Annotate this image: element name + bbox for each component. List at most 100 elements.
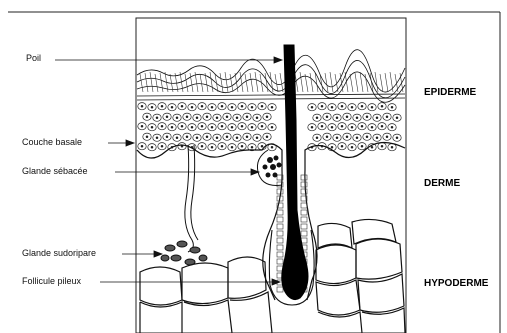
- layer-hypoderme: HYPODERME: [424, 278, 488, 289]
- cell-nucleus: [201, 145, 203, 147]
- cell-nucleus: [391, 146, 393, 148]
- cell-nucleus: [151, 146, 153, 148]
- label-follicule-pileux: Follicule pileux: [22, 276, 81, 286]
- cell-nucleus: [341, 145, 343, 147]
- cell-nucleus: [216, 137, 218, 139]
- cell-nucleus: [381, 125, 383, 127]
- cell-nucleus: [171, 106, 173, 108]
- cell-nucleus: [261, 145, 263, 147]
- cell-nucleus: [186, 116, 188, 118]
- cell-nucleus: [376, 137, 378, 139]
- cell-nucleus: [361, 145, 363, 147]
- cell-nucleus: [241, 125, 243, 127]
- cell-nucleus: [326, 136, 328, 138]
- cell-nucleus: [361, 105, 363, 107]
- cell-nucleus: [151, 106, 153, 108]
- cell-nucleus: [216, 117, 218, 119]
- cell-nucleus: [371, 126, 373, 128]
- diagram-panel: [136, 18, 406, 333]
- cell-nucleus: [241, 145, 243, 147]
- layer-epiderme: EPIDERME: [424, 87, 476, 98]
- cell-nucleus: [226, 116, 228, 118]
- cell-nucleus: [346, 116, 348, 118]
- cell-nucleus: [321, 105, 323, 107]
- label-poil: Poil: [26, 53, 41, 63]
- cell-nucleus: [211, 126, 213, 128]
- cell-nucleus: [366, 116, 368, 118]
- layer-derme: DERME: [424, 178, 460, 189]
- cell-nucleus: [231, 126, 233, 128]
- cell-nucleus: [371, 146, 373, 148]
- cell-nucleus: [156, 117, 158, 119]
- cell-nucleus: [336, 137, 338, 139]
- cell-nucleus: [236, 117, 238, 119]
- cell-nucleus: [386, 116, 388, 118]
- cell-nucleus: [351, 106, 353, 108]
- cell-nucleus: [396, 137, 398, 139]
- cell-nucleus: [336, 117, 338, 119]
- cell-nucleus: [161, 145, 163, 147]
- cell-nucleus: [141, 145, 143, 147]
- cell-nucleus: [146, 116, 148, 118]
- cell-nucleus: [196, 117, 198, 119]
- cell-nucleus: [311, 126, 313, 128]
- cell-nucleus: [256, 137, 258, 139]
- cell-nucleus: [321, 125, 323, 127]
- cell-nucleus: [221, 145, 223, 147]
- cell-nucleus: [346, 136, 348, 138]
- cell-nucleus: [166, 116, 168, 118]
- cell-nucleus: [206, 116, 208, 118]
- cell-nucleus: [246, 116, 248, 118]
- cell-nucleus: [151, 126, 153, 128]
- cell-nucleus: [226, 136, 228, 138]
- cell-nucleus: [386, 136, 388, 138]
- cell-nucleus: [206, 136, 208, 138]
- cell-nucleus: [356, 117, 358, 119]
- cell-nucleus: [266, 136, 268, 138]
- cell-nucleus: [326, 116, 328, 118]
- cell-nucleus: [331, 126, 333, 128]
- cell-nucleus: [316, 117, 318, 119]
- cell-nucleus: [201, 105, 203, 107]
- cell-nucleus: [391, 106, 393, 108]
- cell-nucleus: [236, 137, 238, 139]
- cell-nucleus: [241, 105, 243, 107]
- cell-nucleus: [191, 106, 193, 108]
- cell-nucleus: [271, 126, 273, 128]
- cell-nucleus: [231, 146, 233, 148]
- cell-nucleus: [231, 106, 233, 108]
- cell-nucleus: [166, 136, 168, 138]
- cell-nucleus: [356, 137, 358, 139]
- cell-nucleus: [141, 125, 143, 127]
- cell-nucleus: [331, 146, 333, 148]
- cell-nucleus: [181, 125, 183, 127]
- cell-nucleus: [221, 125, 223, 127]
- cell-nucleus: [161, 105, 163, 107]
- cell-nucleus: [271, 106, 273, 108]
- cell-nucleus: [171, 126, 173, 128]
- cell-nucleus: [271, 146, 273, 148]
- cell-nucleus: [256, 117, 258, 119]
- cell-nucleus: [251, 126, 253, 128]
- cell-nucleus: [181, 105, 183, 107]
- cell-nucleus: [246, 136, 248, 138]
- cell-nucleus: [176, 117, 178, 119]
- label-glande-sebacee: Glande sébacée: [22, 166, 88, 176]
- cell-nucleus: [351, 146, 353, 148]
- cell-nucleus: [261, 125, 263, 127]
- cell-nucleus: [311, 106, 313, 108]
- cell-nucleus: [211, 106, 213, 108]
- cell-nucleus: [266, 116, 268, 118]
- label-glande-sudoripare: Glande sudoripare: [22, 248, 96, 258]
- cell-nucleus: [251, 106, 253, 108]
- cell-nucleus: [191, 126, 193, 128]
- cell-nucleus: [261, 105, 263, 107]
- cell-nucleus: [156, 137, 158, 139]
- cell-nucleus: [391, 126, 393, 128]
- cell-nucleus: [341, 105, 343, 107]
- cell-nucleus: [186, 136, 188, 138]
- cell-nucleus: [221, 105, 223, 107]
- cell-nucleus: [211, 146, 213, 148]
- cell-nucleus: [366, 136, 368, 138]
